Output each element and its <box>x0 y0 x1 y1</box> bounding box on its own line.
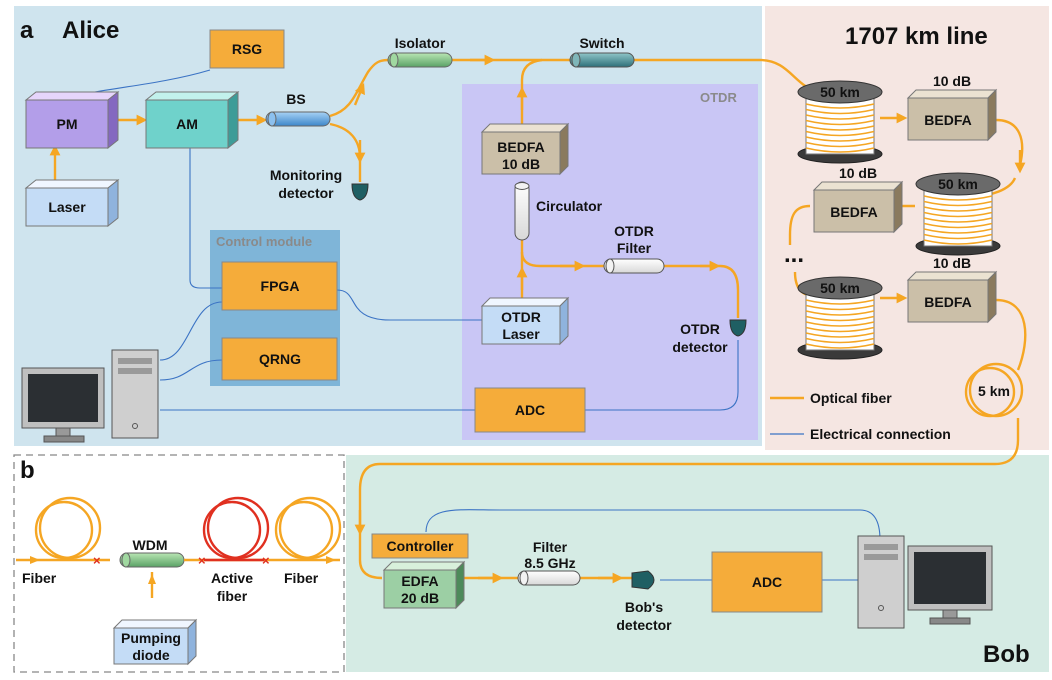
spool-label-1: 50 km <box>820 84 860 100</box>
svg-text:EDFA: EDFA <box>401 573 438 589</box>
spool-label-3: 50 km <box>820 280 860 296</box>
splice-2: × <box>198 553 206 568</box>
am-label: AM <box>176 116 198 132</box>
svg-text:10 dB: 10 dB <box>502 156 540 172</box>
panel-b-diagram: Fiber × WDM × × Active fiber Fiber Pumpi… <box>16 496 342 666</box>
line-bedfa-2: BEDFA 10 dB <box>812 165 904 234</box>
svg-text:20 dB: 20 dB <box>401 590 439 606</box>
svg-text:OTDR: OTDR <box>614 223 654 239</box>
otdr-bedfa: BEDFA 10 dB <box>480 122 570 176</box>
adc-box-bob: ADC <box>711 551 823 613</box>
qrng-box: QRNG <box>221 337 338 381</box>
am-block: AM <box>144 90 240 150</box>
spool-label-2: 50 km <box>938 176 978 192</box>
circulator: Circulator <box>514 181 603 241</box>
line-bedfa-3: BEDFA 10 dB <box>906 255 998 324</box>
rsg-label: RSG <box>232 41 262 57</box>
fiber-spool-3: 50 km <box>797 276 883 360</box>
line-gain-label-1: 10 dB <box>933 73 971 89</box>
panel-a-letter: a <box>20 17 34 44</box>
line-bedfa-label-1: BEDFA <box>924 112 971 128</box>
alice-computer <box>21 349 159 443</box>
svg-text:8.5 GHz: 8.5 GHz <box>524 555 575 571</box>
bob-title: Bob <box>983 641 1030 668</box>
line-bedfa-label-3: BEDFA <box>924 294 971 310</box>
svg-text:Bob's: Bob's <box>625 599 664 615</box>
control-module-label: Control module <box>216 234 312 249</box>
line-title: 1707 km line <box>845 23 988 50</box>
splice-1: × <box>93 553 101 568</box>
svg-text:OTDR: OTDR <box>501 309 541 325</box>
line-bedfa-1: BEDFA 10 dB <box>906 73 998 142</box>
svg-text:Filter: Filter <box>533 539 568 555</box>
fpga-box: FPGA <box>221 261 338 311</box>
alice-title: Alice <box>62 17 119 44</box>
laser-block: Laser <box>24 178 120 228</box>
svg-text:Monitoring: Monitoring <box>270 167 342 183</box>
rsg-box: RSG <box>209 29 285 69</box>
legend: Optical fiber Electrical connection <box>770 390 951 442</box>
svg-text:detector: detector <box>278 185 334 201</box>
switch-component: Switch <box>569 35 635 68</box>
edfa-block: EDFA 20 dB <box>382 560 466 610</box>
svg-text:detector: detector <box>672 339 728 355</box>
adc-label-bob: ADC <box>752 574 782 590</box>
panel-b-wdm-label: WDM <box>133 537 168 553</box>
otdr-section-label: OTDR <box>700 90 737 105</box>
splice-3: × <box>262 553 270 568</box>
adc-box-alice: ADC <box>474 387 586 433</box>
svg-text:Pumping: Pumping <box>121 630 181 646</box>
otdr-laser: OTDR Laser <box>480 296 570 346</box>
bs-component: BS <box>265 91 331 127</box>
otdr-detector: OTDR detector <box>672 319 747 355</box>
bs-label: BS <box>286 91 305 107</box>
circulator-label: Circulator <box>536 198 603 214</box>
legend-electrical-label: Electrical connection <box>810 426 951 442</box>
laser-label: Laser <box>48 199 86 215</box>
fiber-spools: 50 km 50 km 50 km <box>797 80 1001 360</box>
bob-detector: Bob's detector <box>616 570 672 633</box>
otdr-filter: OTDR Filter <box>603 223 665 274</box>
svg-text:BEDFA: BEDFA <box>497 139 544 155</box>
fiber-spool-1: 50 km <box>797 80 883 164</box>
fiber-spool-2: 50 km <box>915 172 1001 256</box>
bob-computer <box>857 535 993 629</box>
monitoring-detector: Monitoring detector <box>270 167 369 201</box>
optical-fibers <box>49 54 1027 584</box>
qrng-label: QRNG <box>259 351 301 367</box>
pm-label: PM <box>57 116 78 132</box>
panel-b-letter: b <box>20 457 35 484</box>
controller-label: Controller <box>387 538 454 554</box>
line-amplifiers: BEDFA 10 dB BEDFA 10 dB BEDFA 10 dB <box>812 73 998 324</box>
switch-label: Switch <box>579 35 624 51</box>
pm-block: PM <box>24 90 120 150</box>
line-dots: ... <box>784 241 804 268</box>
legend-optical-label: Optical fiber <box>810 390 892 406</box>
panel-b-fiber-left: Fiber <box>22 570 57 586</box>
line-bedfa-label-2: BEDFA <box>830 204 877 220</box>
controller-box: Controller <box>371 533 469 559</box>
fpga-label: FPGA <box>261 278 300 294</box>
line-region <box>765 6 1049 450</box>
electrical-connections <box>73 69 881 581</box>
svg-text:OTDR: OTDR <box>680 321 720 337</box>
isolator-label: Isolator <box>395 35 446 51</box>
svg-text:Active: Active <box>211 570 253 586</box>
isolator-component: Isolator <box>387 35 453 68</box>
extra-spool-label: 5 km <box>978 383 1010 399</box>
svg-text:detector: detector <box>616 617 672 633</box>
svg-text:fiber: fiber <box>217 588 248 604</box>
panel-b-fiber-right: Fiber <box>284 570 319 586</box>
line-gain-label-3: 10 dB <box>933 255 971 271</box>
line-gain-label-2: 10 dB <box>839 165 877 181</box>
svg-text:diode: diode <box>132 647 170 663</box>
bob-filter: Filter 8.5 GHz <box>517 539 581 586</box>
svg-text:Filter: Filter <box>617 240 652 256</box>
svg-text:Laser: Laser <box>502 326 540 342</box>
adc-label-alice: ADC <box>515 402 545 418</box>
extra-spool-5km: 5 km <box>964 362 1024 418</box>
